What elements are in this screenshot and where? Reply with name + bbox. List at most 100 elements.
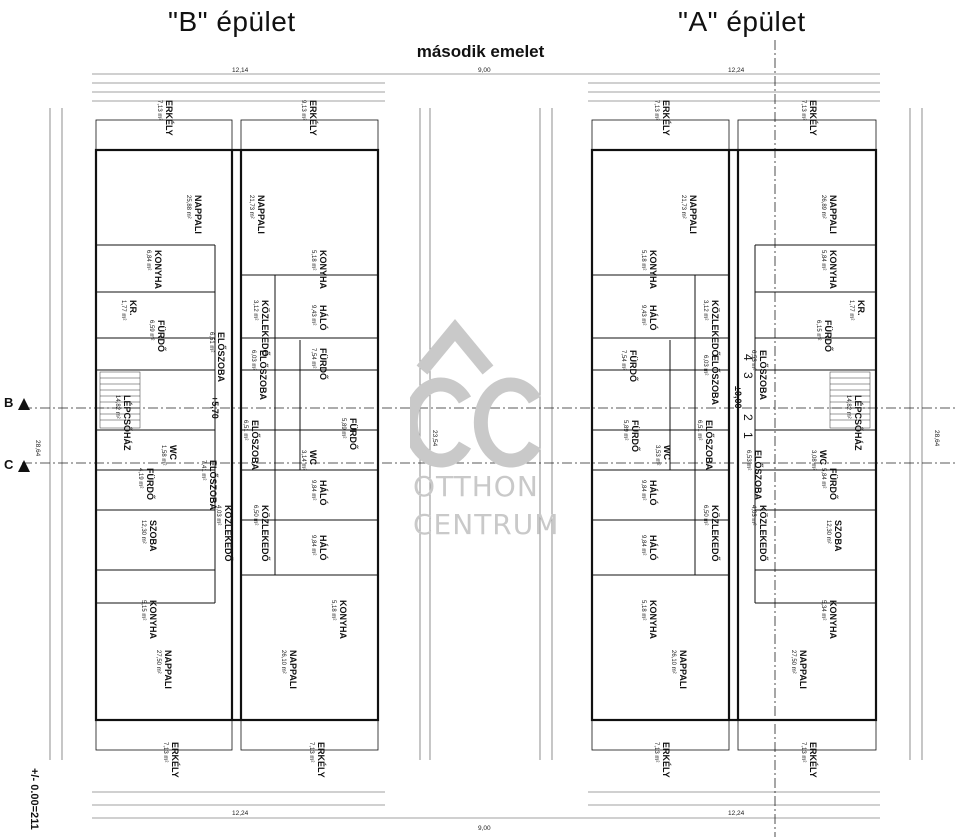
- b-room-area-21: 6,50 m²: [252, 505, 258, 525]
- b-room-label-6: KR.: [128, 300, 138, 316]
- stair-number-4: 4: [741, 354, 755, 361]
- b-room-label-16: WC: [308, 450, 318, 465]
- b-room-area-2: 25,88 m²: [185, 195, 191, 219]
- a-room-area-6: 1,77 m²: [848, 300, 854, 320]
- a-room-area-23: 12,30 m²: [825, 520, 831, 544]
- b-room-area-10: 9,43 m²: [310, 305, 316, 325]
- a-room-label-20: KÖZLEKEDŐ: [710, 505, 721, 562]
- section-lines: [22, 40, 955, 837]
- a-room-area-0: 7,13 m²: [653, 100, 659, 120]
- b-room-label-24: HÁLÓ: [318, 535, 329, 561]
- a-room-area-21: 4,03 m²: [750, 505, 756, 525]
- b-room-label-9: KÖZLEKEDŐ: [260, 300, 271, 357]
- b-room-label-13: LÉPCSŐHÁZ: [122, 395, 133, 451]
- b-room-area-5: 5,18 m²: [310, 250, 316, 270]
- a-room-label-8: HÁLÓ: [648, 305, 659, 331]
- watermark-logo: [410, 319, 542, 468]
- a-room-label-19: FÜRDŐ: [828, 468, 839, 500]
- a-room-label-21: KÖZLEKEDŐ: [758, 505, 769, 562]
- b-room-area-8: 6,51 m²: [208, 332, 214, 352]
- a-room-label-2: NAPPALI: [688, 195, 698, 234]
- b-room-label-2: NAPPALI: [193, 195, 203, 234]
- a-room-label-29: ERKÉLY: [661, 742, 671, 778]
- b-room-label-17: FÜRDŐ: [348, 418, 359, 450]
- b-room-area-15: 1,58 m²: [160, 445, 166, 465]
- building-b-partitions: [96, 244, 378, 604]
- b-room-area-0: 7,13 m²: [156, 100, 162, 120]
- a-room-area-15: 6,51 m²: [696, 420, 702, 440]
- a-room-label-30: ERKÉLY: [808, 742, 818, 778]
- a-room-label-23: SZOBA: [833, 520, 843, 552]
- a-room-label-28: NAPPALI: [798, 650, 808, 689]
- b-room-area-24: 9,84 m²: [310, 535, 316, 555]
- b-room-label-22: HÁLÓ: [318, 480, 329, 506]
- b-room-label-8: ELŐSZOBA: [216, 332, 227, 383]
- watermark-line-1: OTTHON: [413, 470, 539, 503]
- section-marker-c: C: [4, 457, 14, 472]
- b-room-area-23: 12,30 m²: [140, 520, 146, 544]
- b-room-area-9: 3,12 m²: [252, 300, 258, 320]
- b-room-label-14: ELŐSZOBA: [250, 420, 261, 471]
- a-room-label-4: KONYHA: [648, 250, 658, 290]
- a-room-area-30: 7,13 m²: [800, 742, 806, 762]
- b-room-area-12: 6,03 m²: [250, 350, 256, 370]
- b-room-label-12: ELŐSZOBA: [258, 350, 269, 401]
- a-room-label-13: LÉPCSŐHÁZ: [853, 395, 864, 451]
- b-room-label-3: NAPPALI: [256, 195, 266, 234]
- dim-top-total-b: 12,14: [232, 67, 249, 74]
- b-room-area-7: 6,59 m²: [148, 320, 154, 340]
- a-room-label-1: ERKÉLY: [808, 100, 818, 136]
- a-room-area-16: 3,53 m²: [654, 445, 660, 465]
- stair-number-1: 1: [741, 432, 755, 439]
- a-room-label-26: KONYHA: [828, 600, 838, 640]
- a-room-label-27: NAPPALI: [678, 650, 688, 689]
- b-room-label-1: ERKÉLY: [308, 100, 318, 136]
- b-room-area-27: 27,50 m²: [155, 650, 161, 674]
- watermark-line-2: CENTRUM: [413, 508, 560, 541]
- dim-gap-top: 9,00: [478, 67, 491, 74]
- a-room-area-20: 6,50 m²: [702, 505, 708, 525]
- a-room-area-7: 6,15 m²: [815, 320, 821, 340]
- b-room-label-23: SZOBA: [148, 520, 158, 552]
- stair-number-2: 2: [741, 414, 755, 421]
- a-room-label-10: ELŐSZOBA: [710, 355, 721, 406]
- a-room-area-29: 7,13 m²: [653, 742, 659, 762]
- b-room-label-25: KONYHA: [148, 600, 158, 640]
- b-room-area-29: 7,13 m²: [162, 742, 168, 762]
- a-room-area-18: 6,53 m²: [745, 450, 751, 470]
- b-room-area-11: 7,54 m²: [310, 348, 316, 368]
- a-room-label-12: FÜRDŐ: [628, 350, 639, 382]
- stairs-a: [829, 371, 871, 429]
- a-room-area-1: 7,13 m²: [800, 100, 806, 120]
- b-room-label-19: ELŐSZOBA: [208, 460, 219, 511]
- b-room-area-18: 4,19 m²: [137, 468, 143, 488]
- a-room-area-8: 9,43 m²: [640, 305, 646, 325]
- building-a-partitions: [592, 244, 876, 604]
- a-room-label-25: KONYHA: [648, 600, 658, 640]
- a-room-label-7: FÜRDŐ: [823, 320, 834, 352]
- dim-bottom-total-a: 12,24: [728, 810, 745, 817]
- section-arrow-b: [18, 398, 30, 410]
- a-room-area-28: 27,50 m²: [790, 650, 796, 674]
- dim-bottom-total-b: 12,24: [232, 810, 249, 817]
- b-room-area-25: 5,15 m²: [140, 600, 146, 620]
- dim-side-left: 28,64: [34, 440, 41, 457]
- b-room-area-6: 1,77 m²: [120, 300, 126, 320]
- a-room-area-26: 5,34 m²: [820, 600, 826, 620]
- b-room-label-10: HÁLÓ: [318, 305, 329, 331]
- a-room-label-6: KR.: [856, 300, 866, 316]
- a-room-area-12: 7,54 m²: [620, 350, 626, 370]
- title-building-a: "A" épület: [678, 6, 806, 37]
- a-room-area-27: 26,10 m²: [670, 650, 676, 674]
- a-room-label-5: KONYHA: [828, 250, 838, 290]
- b-room-label-26: KONYHA: [338, 600, 348, 640]
- b-room-label-30: ERKÉLY: [316, 742, 326, 778]
- dim-side-mid: 23,54: [431, 430, 438, 447]
- b-room-area-17: 5,89 m²: [340, 418, 346, 438]
- b-room-area-1: 9,13 m²: [300, 100, 306, 120]
- a-room-label-22: HÁLÓ: [648, 480, 659, 506]
- b-room-area-16: 3,14 m²: [300, 450, 306, 470]
